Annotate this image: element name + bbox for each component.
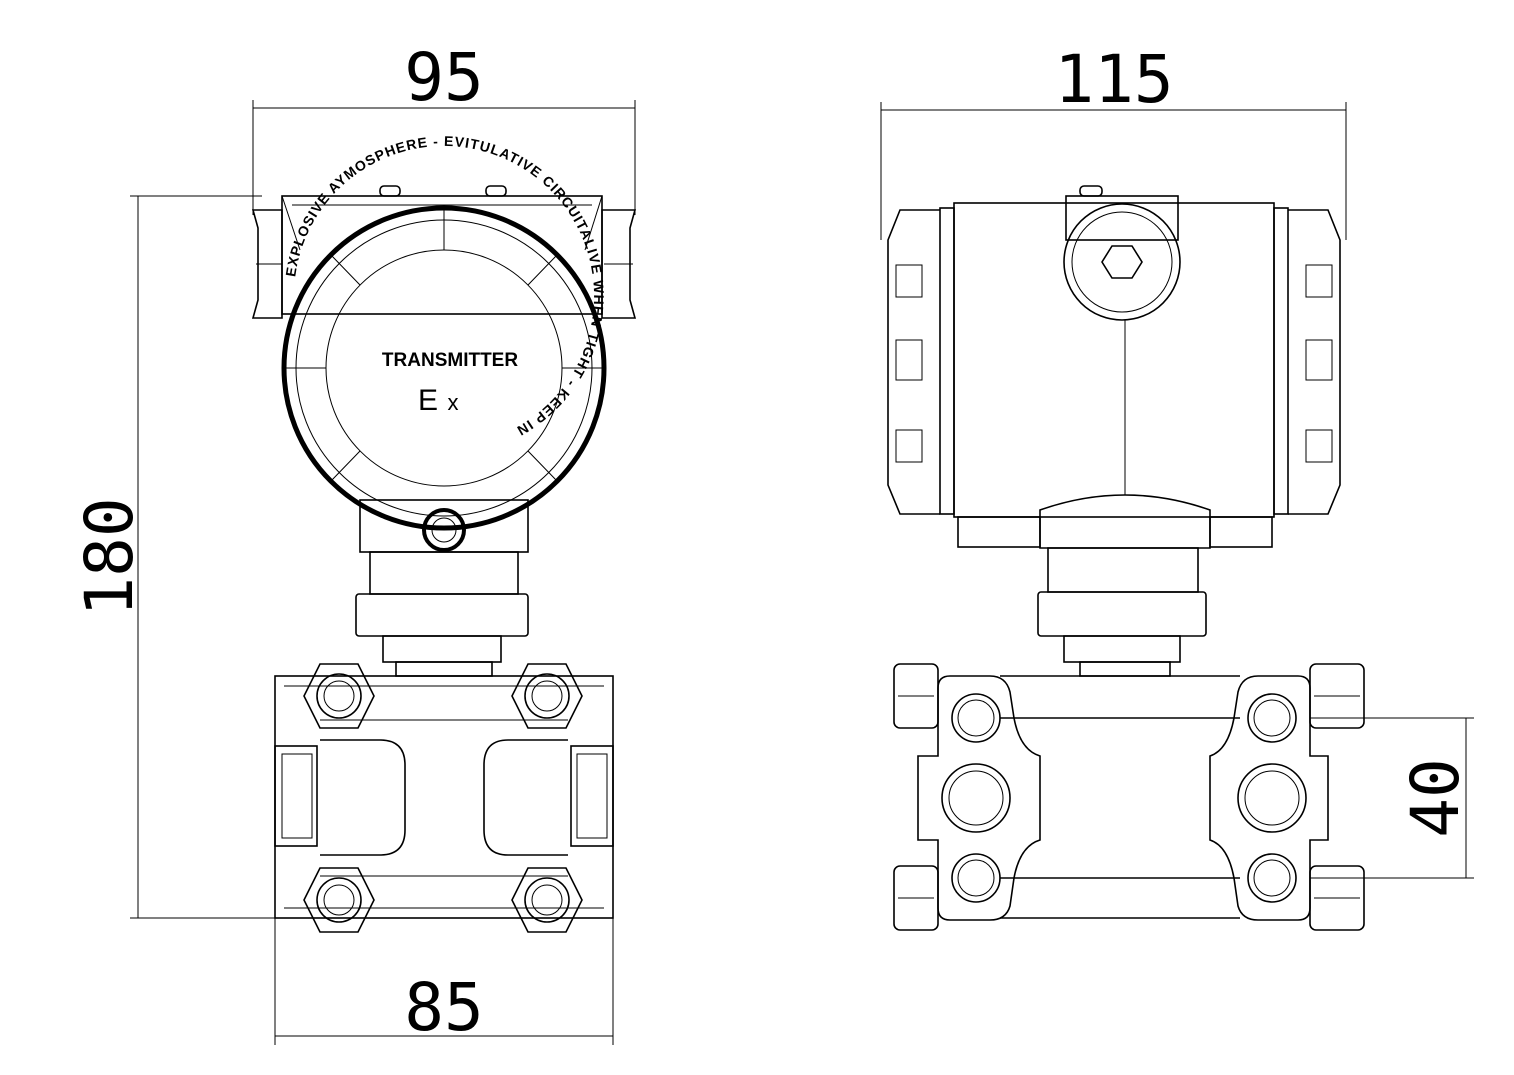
front-neck	[355, 499, 529, 677]
front-height-dimension: 180	[71, 195, 275, 919]
dial-title: TRANSMITTER	[382, 350, 518, 371]
side-flange	[893, 663, 1365, 931]
front-dial: TRANSMITTER E x EXPLOSIVE AYMOSPHERE - E…	[281, 133, 607, 531]
bolt-bottom-left	[303, 867, 375, 933]
front-height-label: 180	[71, 497, 148, 616]
front-top-dimension: 95	[252, 39, 636, 215]
side-right-dimension: 40	[1310, 717, 1474, 879]
front-base-width-label: 85	[404, 969, 483, 1046]
dial-ex-subscript: x	[448, 390, 459, 415]
side-top-dimension: 115	[880, 41, 1347, 240]
front-width-label: 95	[404, 39, 483, 116]
bolt-bottom-right	[511, 867, 583, 933]
side-neck	[1037, 547, 1207, 677]
dial-ex-mark: E	[418, 384, 438, 417]
front-housing	[251, 185, 637, 319]
front-bottom-dimension: 85	[274, 918, 614, 1046]
bolt-top-left	[303, 663, 375, 729]
front-flange	[274, 675, 614, 919]
side-height-label: 40	[1397, 758, 1474, 837]
front-bolts	[303, 663, 583, 933]
side-width-label: 115	[1054, 41, 1173, 118]
dial-ring-text: EXPLOSIVE AYMOSPHERE - EVITULATIVE CIRCU…	[282, 133, 607, 439]
side-view: 115 40	[880, 41, 1474, 931]
side-housing	[887, 185, 1341, 549]
bolt-top-right	[511, 663, 583, 729]
front-view: 95 180 85	[71, 39, 637, 1046]
